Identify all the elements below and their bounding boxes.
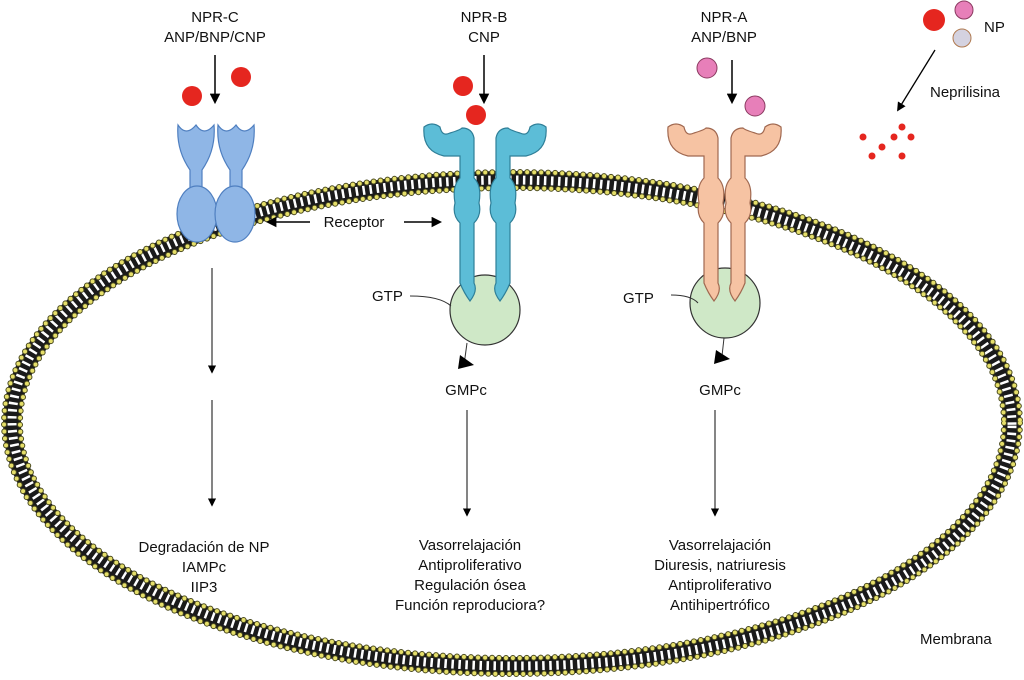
membrana-label: Membrana	[920, 631, 992, 648]
npr-c-effects: Degradación de NP IAMPc IIP3	[139, 539, 270, 596]
bnp-molecule	[696, 57, 718, 79]
npr-a-effects: Vasorrelajación Diuresis, natriuresis An…	[654, 537, 786, 614]
npr-c-receptor	[176, 123, 256, 243]
cnp-molecule	[466, 105, 486, 125]
effect: Diuresis, natriuresis	[654, 557, 786, 574]
effect: IAMPc	[182, 559, 227, 576]
receptor-label: Receptor	[324, 214, 385, 231]
npr-a-receptor	[667, 123, 782, 339]
arrowhead	[458, 355, 474, 369]
np-label: NP	[984, 19, 1005, 36]
npr-b-ligands: CNP	[468, 29, 500, 46]
effect: IIP3	[191, 579, 218, 596]
npr-a-label: NPR-A	[701, 9, 748, 26]
gmpc-label: GMPc	[699, 382, 741, 399]
effect: Vasorrelajación	[669, 537, 771, 554]
anp-legend-icon	[923, 9, 945, 31]
gtp-label: GTP	[372, 288, 403, 305]
effect: Antiproliferativo	[668, 577, 771, 594]
arrowhead	[714, 350, 730, 364]
bnp-legend-icon	[954, 0, 974, 20]
bnp-molecule	[744, 95, 766, 117]
effect: Regulación ósea	[414, 577, 526, 594]
neprilisina-label: Neprilisina	[930, 84, 1001, 101]
effect: Función reproduciora?	[395, 597, 545, 614]
npr-a-ligands: ANP/BNP	[691, 29, 757, 46]
cnp-legend-icon	[952, 28, 972, 48]
effect: Antihipertrófico	[670, 597, 770, 614]
effect: Degradación de NP	[139, 539, 270, 556]
anp-molecule	[231, 67, 251, 87]
effect: Antiproliferativo	[418, 557, 521, 574]
npr-b-effects: Vasorrelajación Antiproliferativo Regula…	[395, 537, 545, 614]
gmpc-label: GMPc	[445, 382, 487, 399]
neprilysin-arrow	[897, 49, 936, 112]
gmpc-arrow	[721, 337, 725, 357]
npr-c-label: NPR-C	[191, 9, 239, 26]
gtp-line	[409, 295, 452, 307]
npr-b-receptor	[423, 123, 547, 346]
npr-c-ligands: ANP/BNP/CNP	[164, 29, 266, 46]
gtp-line	[670, 294, 699, 304]
gtp-label: GTP	[623, 290, 654, 307]
anp-molecule	[182, 86, 202, 106]
npr-b-label: NPR-B	[461, 9, 508, 26]
degraded-peptide-fragments	[859, 123, 915, 160]
cnp-molecule	[453, 76, 473, 96]
effect: Vasorrelajación	[419, 537, 521, 554]
